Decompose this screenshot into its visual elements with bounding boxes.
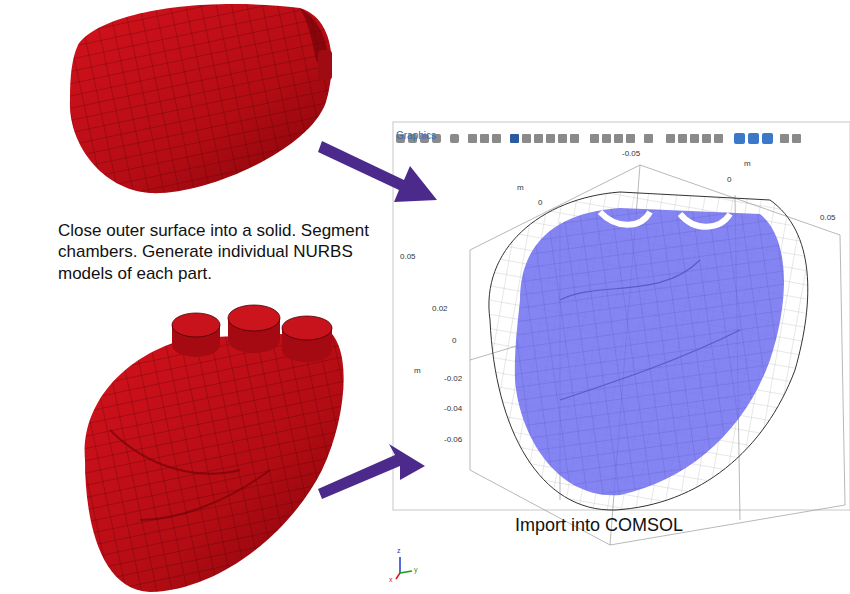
axis-tick: -0.04: [444, 405, 462, 413]
axis-tick: 0.05: [400, 253, 416, 261]
axis-tick: 0: [538, 199, 542, 207]
chamber-solid: [515, 208, 784, 495]
axis-tick: -0.02: [444, 375, 462, 383]
axis-tick: -0.06: [444, 436, 462, 444]
axis-letter: x: [389, 576, 393, 583]
chamber-model: [85, 305, 344, 592]
axis-letter: z: [397, 547, 401, 554]
axis-unit: m: [744, 160, 751, 168]
axis-tick: 0: [727, 176, 731, 184]
flow-arrow: [318, 141, 437, 499]
outer-surface-model: [70, 4, 332, 193]
axis-tick: 0.05: [820, 214, 836, 222]
panel-title: Graphics: [396, 131, 436, 141]
step-caption: Import into COMSOL: [515, 516, 683, 534]
axis-tick: -0.05: [622, 150, 640, 158]
axis-grid: [470, 165, 845, 545]
axis-triad: [396, 557, 412, 579]
axis-letter: y: [414, 566, 418, 573]
axis-tick: 0: [452, 337, 456, 345]
graphics-panel: Graphics: [393, 122, 850, 510]
axis-unit: m: [414, 367, 421, 375]
step-description: Close outer surface into a solid. Segmen…: [58, 220, 390, 284]
axis-tick: 0.02: [432, 305, 448, 313]
wireframe-surface: [470, 180, 830, 520]
axis-unit: m: [517, 184, 524, 192]
